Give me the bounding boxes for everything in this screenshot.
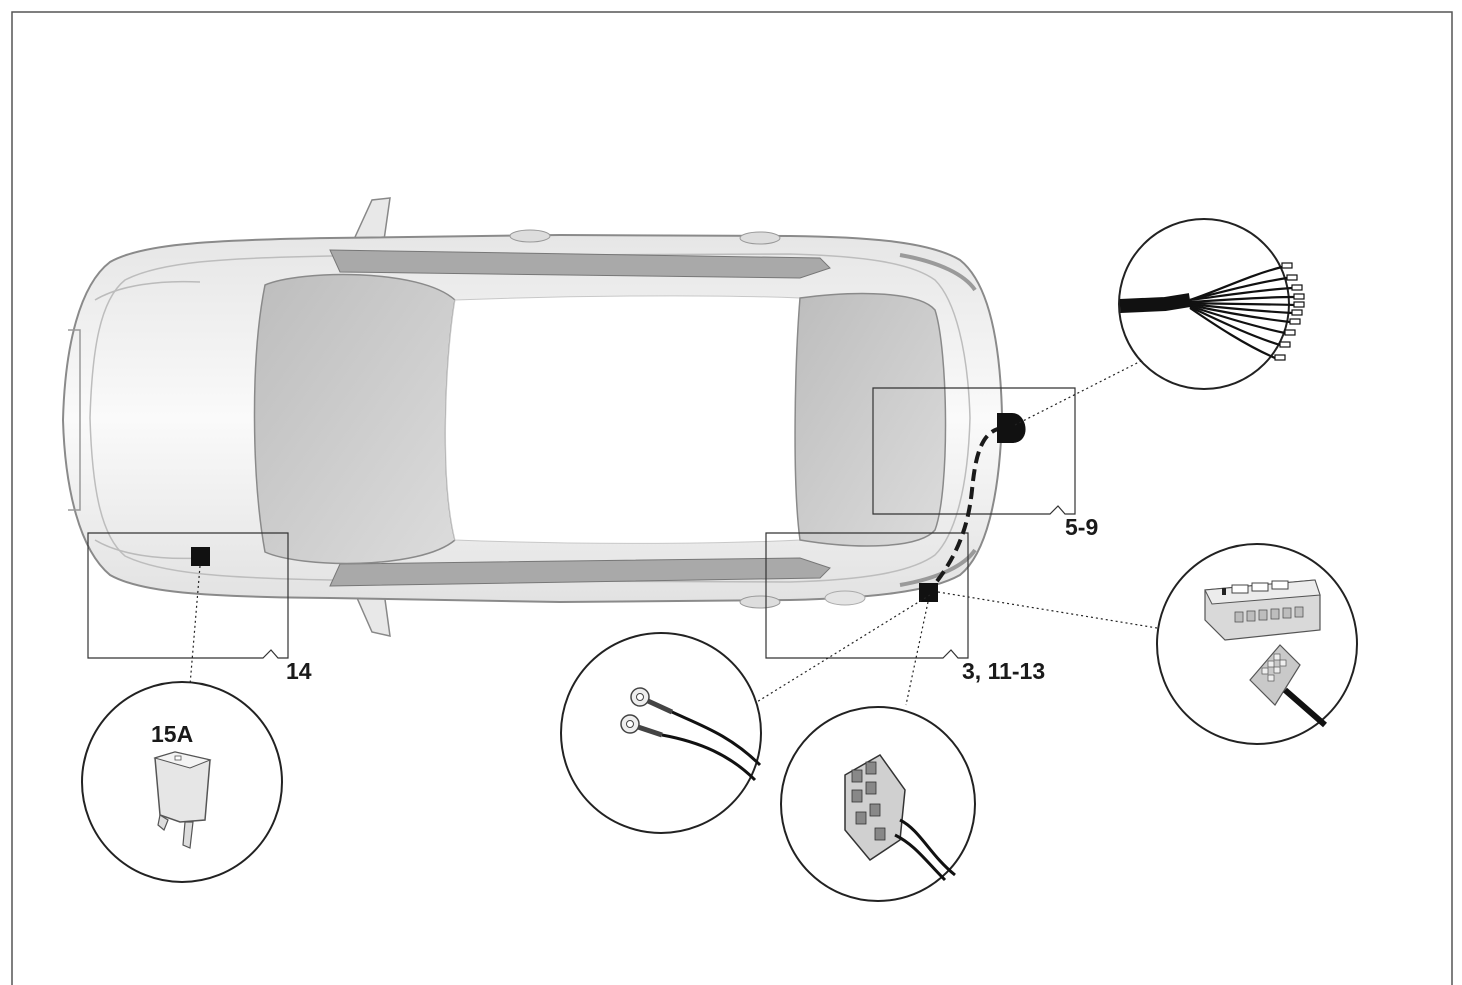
electronic-module-icon bbox=[1156, 543, 1358, 745]
connector-marker bbox=[919, 583, 938, 602]
rear-harness-box bbox=[872, 387, 1076, 515]
page-frame bbox=[11, 11, 1453, 985]
multi-pin-connector-icon bbox=[780, 706, 976, 902]
car-top-view-icon bbox=[61, 197, 1004, 637]
blade-fuse-icon bbox=[81, 681, 283, 883]
fuse-area-box bbox=[87, 532, 289, 659]
ground-connector-label: 3, 11-13 bbox=[962, 658, 1045, 684]
fuse-marker bbox=[191, 547, 210, 566]
leader-lines bbox=[189, 359, 1158, 706]
ground-ring-terminal-icon bbox=[560, 632, 762, 834]
socket-marker bbox=[997, 413, 1026, 443]
wire-harness-icon bbox=[1118, 218, 1305, 390]
fuse-rating-label: 15A bbox=[151, 721, 193, 747]
rear-harness-label: 5-9 bbox=[1065, 514, 1098, 540]
ground-connector-box bbox=[765, 532, 969, 659]
fuse-area-label: 14 bbox=[286, 658, 312, 684]
harness-route bbox=[928, 426, 1004, 592]
